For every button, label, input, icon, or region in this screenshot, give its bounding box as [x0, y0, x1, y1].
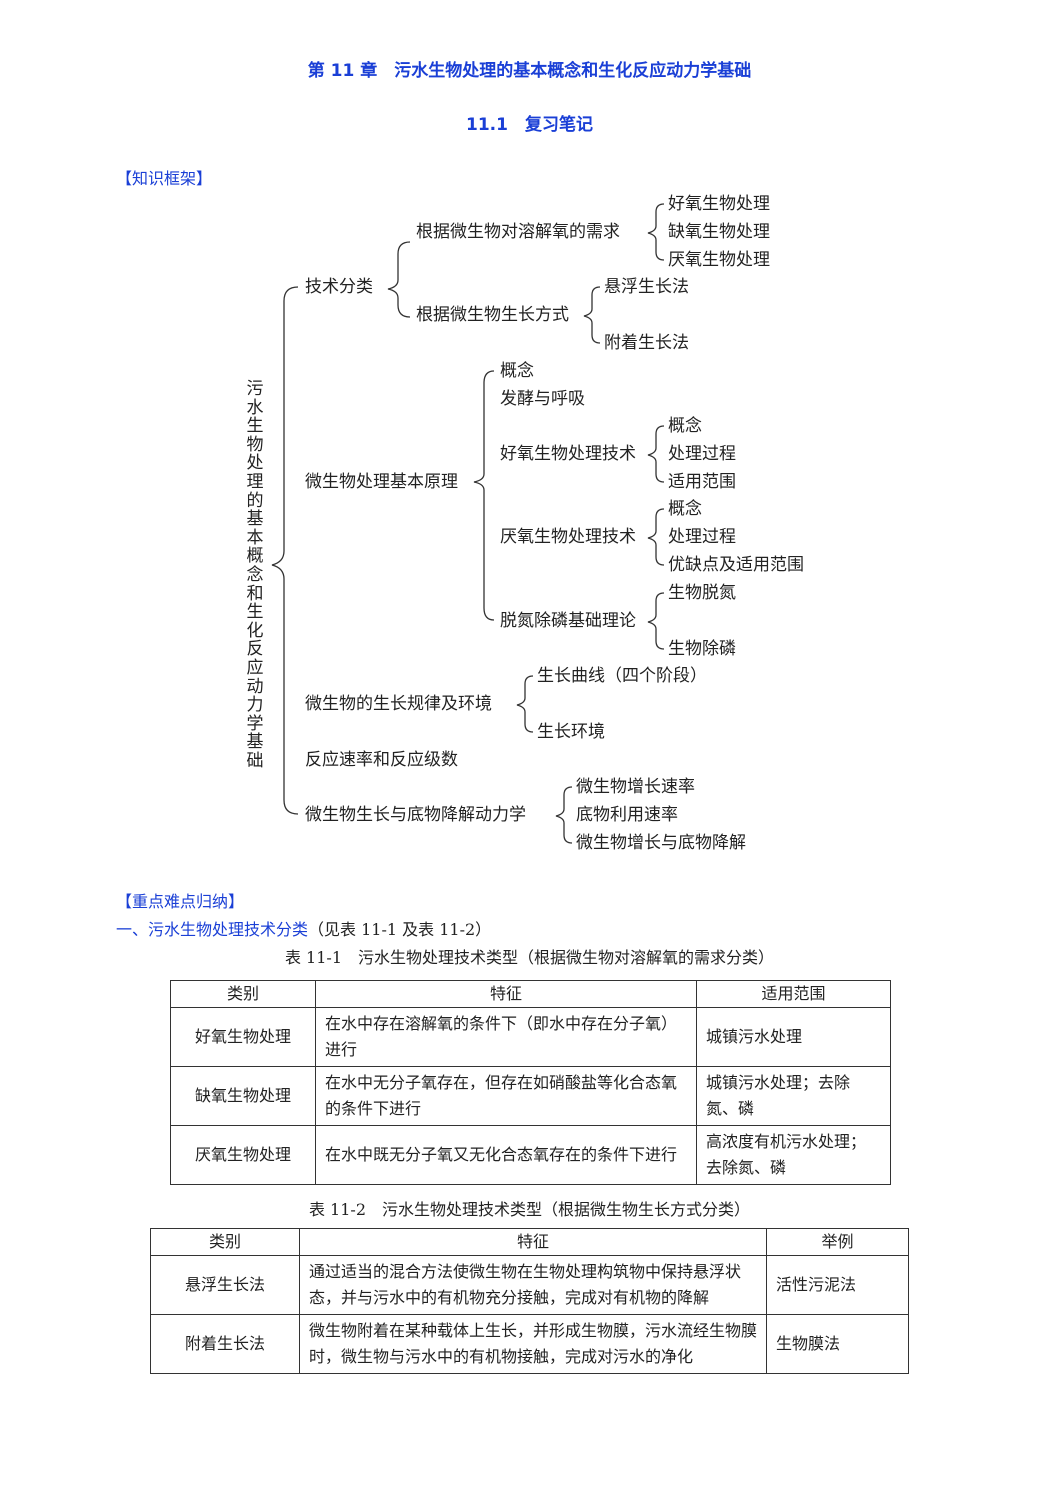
- table-row: 厌氧生物处理 在水中既无分子氧又无化合态氧存在的条件下进行 高浓度有机污水处理；…: [170, 1125, 891, 1185]
- table-cell: 活性污泥法: [766, 1255, 909, 1315]
- node-anaerobic-process: 处理过程: [668, 527, 736, 547]
- root-node: 污水生物处理的基本概念和生化反应动力学基础: [246, 379, 264, 771]
- growth-brace: [583, 286, 601, 344]
- node-principle-concept: 概念: [500, 361, 534, 381]
- table-cell: 在水中无分子氧存在，但存在如硝酸盐等化合态氧的条件下进行: [315, 1066, 697, 1126]
- node-rate: 反应速率和反应级数: [305, 750, 458, 770]
- node-anaerobic-scope: 优缺点及适用范围: [668, 555, 804, 575]
- growth-law-brace: [516, 675, 534, 733]
- table-row: 缺氧生物处理 在水中无分子氧存在，但存在如硝酸盐等化合态氧的条件下进行 城镇污水…: [170, 1066, 891, 1126]
- node-nutrient: 脱氮除磷基础理论: [500, 611, 636, 631]
- table-cell: 厌氧生物处理: [170, 1125, 316, 1185]
- node-kinetics: 微生物生长与底物降解动力学: [305, 805, 526, 825]
- table-cell: 通过适当的混合方法使微生物在生物处理构筑物中保持悬浮状态，并与污水中的有机物充分…: [299, 1255, 767, 1315]
- node-growth-env: 生长环境: [537, 722, 605, 742]
- tech-brace: [387, 241, 411, 318]
- table2-header-row: 类别 特征 举例: [150, 1228, 909, 1256]
- node-anaerobic-tech: 厌氧生物处理技术: [500, 527, 636, 547]
- table-cell: 在水中既无分子氧又无化合态氧存在的条件下进行: [315, 1125, 697, 1185]
- nutrient-brace: [647, 592, 665, 650]
- key-points-label: 【重点难点归纳】: [116, 892, 245, 911]
- table1-caption: 表 11-1 污水生物处理技术类型（根据微生物对溶解氧的需求分类）: [284, 948, 775, 967]
- table-row: 附着生长法 微生物附着在某种载体上生长，并形成生物膜，污水流经生物膜时，微生物与…: [150, 1314, 909, 1374]
- table1-header: 类别: [170, 980, 316, 1008]
- node-oxygen: 根据微生物对溶解氧的需求: [416, 222, 620, 242]
- node-substrate-rate: 底物利用速率: [576, 805, 678, 825]
- table2-header: 举例: [766, 1228, 909, 1256]
- node-anoxic-treatment: 缺氧生物处理: [668, 222, 770, 242]
- table2-caption: 表 11-2 污水生物处理技术类型（根据微生物生长方式分类）: [308, 1200, 751, 1219]
- node-nitrogen: 生物脱氮: [668, 583, 736, 603]
- anaerobic-brace: [647, 508, 665, 566]
- table-cell: 缺氧生物处理: [170, 1066, 316, 1126]
- node-growth-law: 微生物的生长规律及环境: [305, 694, 492, 714]
- table-row: 好氧生物处理 在水中存在溶解氧的条件下（即水中存在分子氧）进行 城镇污水处理: [170, 1007, 891, 1067]
- chapter-title: 第 11 章 污水生物处理的基本概念和生化反应动力学基础: [307, 61, 752, 81]
- table-cell: 微生物附着在某种载体上生长，并形成生物膜，污水流经生物膜时，微生物与污水中的有机…: [299, 1314, 767, 1374]
- table-cell: 高浓度有机污水处理；去除氮、磷: [696, 1125, 891, 1185]
- node-phosphorus: 生物除磷: [668, 639, 736, 659]
- table2: 类别 特征 举例 悬浮生长法 通过适当的混合方法使微生物在生物处理构筑物中保持悬…: [150, 1228, 909, 1374]
- node-attached: 附着生长法: [604, 333, 689, 353]
- node-aerobic-treatment: 好氧生物处理: [668, 194, 770, 214]
- node-anaerobic-concept: 概念: [668, 499, 702, 519]
- table-cell: 附着生长法: [150, 1314, 300, 1374]
- root-brace: [271, 286, 299, 815]
- table1-header: 特征: [315, 980, 697, 1008]
- table-cell: 在水中存在溶解氧的条件下（即水中存在分子氧）进行: [315, 1007, 697, 1067]
- node-aerobic-process: 处理过程: [668, 444, 736, 464]
- key-points-heading: 一、污水生物处理技术分类（见表 11-1 及表 11-2）: [116, 916, 491, 940]
- table-cell: 好氧生物处理: [170, 1007, 316, 1067]
- node-aerobic-concept: 概念: [668, 416, 702, 436]
- aerobic-brace: [647, 425, 665, 483]
- node-growth-degradation: 微生物增长与底物降解: [576, 833, 746, 853]
- principle-brace: [473, 370, 495, 621]
- table1-header-row: 类别 特征 适用范围: [170, 980, 891, 1008]
- table2-header: 类别: [150, 1228, 300, 1256]
- node-growth-curve: 生长曲线（四个阶段）: [537, 666, 707, 686]
- table-cell: 城镇污水处理；去除氮、磷: [696, 1066, 891, 1126]
- knowledge-framework-label: 【知识框架】: [116, 169, 213, 188]
- table1-header: 适用范围: [696, 980, 891, 1008]
- section-title: 11.1 复习笔记: [466, 115, 593, 135]
- kinetics-brace: [555, 786, 573, 844]
- node-anaerobic-treatment: 厌氧生物处理: [668, 250, 770, 270]
- oxygen-brace: [647, 203, 665, 261]
- node-tech: 技术分类: [305, 277, 373, 297]
- node-suspended: 悬浮生长法: [604, 277, 689, 297]
- node-principle: 微生物处理基本原理: [305, 472, 458, 492]
- table2-header: 特征: [299, 1228, 767, 1256]
- table-row: 悬浮生长法 通过适当的混合方法使微生物在生物处理构筑物中保持悬浮状态，并与污水中…: [150, 1255, 909, 1315]
- key-points-heading-text: 一、污水生物处理技术分类: [116, 920, 309, 939]
- tree-braces: [271, 203, 665, 844]
- node-ferment: 发酵与呼吸: [500, 389, 585, 409]
- knowledge-tree: 污水生物处理的基本概念和生化反应动力学基础 技术分类 根据微生物对溶解氧的需求 …: [246, 194, 805, 853]
- node-growth-rate: 微生物增长速率: [576, 777, 695, 797]
- table1: 类别 特征 适用范围 好氧生物处理 在水中存在溶解氧的条件下（即水中存在分子氧）…: [170, 980, 891, 1185]
- node-aerobic-scope: 适用范围: [668, 472, 736, 492]
- key-points-heading-note: （见表 11-1 及表 11-2）: [308, 920, 492, 939]
- table-cell: 悬浮生长法: [150, 1255, 300, 1315]
- table-cell: 生物膜法: [766, 1314, 909, 1374]
- node-aerobic-tech: 好氧生物处理技术: [500, 444, 636, 464]
- table-cell: 城镇污水处理: [696, 1007, 891, 1067]
- node-growth-mode: 根据微生物生长方式: [416, 305, 569, 325]
